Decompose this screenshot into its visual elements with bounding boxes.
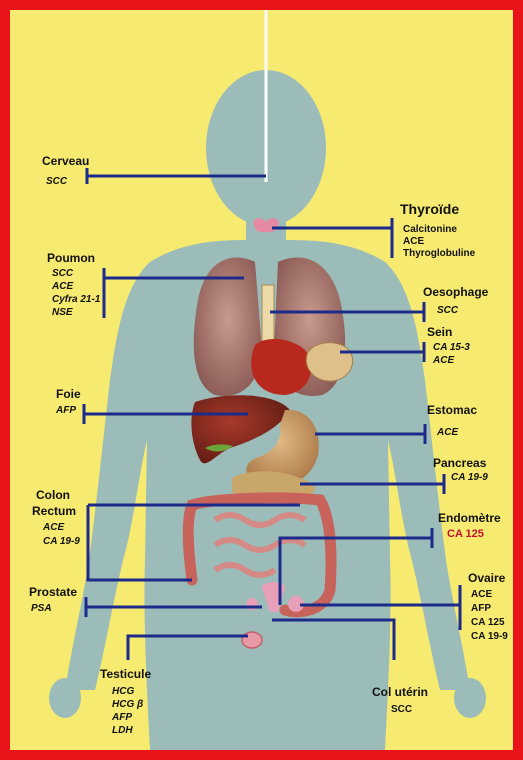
sein-label: Sein: [427, 325, 452, 339]
poumon-marker-1: SCC: [52, 268, 74, 279]
prostate-label: Prostate: [29, 585, 77, 599]
col-uterin-label: Col utérin: [372, 685, 428, 699]
rectum-label: Rectum: [32, 504, 76, 518]
oesophage-label: Oesophage: [423, 285, 489, 299]
foie-marker: AFP: [55, 405, 76, 416]
colon-marker-1: ACE: [42, 522, 64, 533]
colon-marker-2: CA 19-9: [43, 536, 80, 547]
thyroide-label: Thyroïde: [400, 201, 459, 217]
ovaire-label: Ovaire: [468, 571, 506, 585]
ovaire-marker-2: AFP: [471, 603, 491, 614]
sein-marker-2: ACE: [432, 355, 454, 366]
endometre-label: Endomètre: [438, 511, 501, 525]
colon-label: Colon: [36, 488, 70, 502]
sein-marker-1: CA 15-3: [433, 342, 470, 353]
cerveau-label: Cerveau: [42, 154, 89, 168]
endometre-marker: CA 125: [447, 528, 484, 540]
pancreas-marker: CA 19-9: [451, 472, 488, 483]
testicule-marker-1: HCG: [112, 686, 134, 697]
breast-organ: [306, 343, 352, 381]
thyroide-marker-3: Thyroglobuline: [403, 248, 476, 259]
esophagus-organ: [262, 285, 274, 345]
ovaire-marker-3: CA 125: [471, 617, 505, 628]
pancreas-label: Pancreas: [433, 456, 487, 470]
estomac-label: Estomac: [427, 403, 477, 417]
oesophage-marker: SCC: [437, 305, 459, 316]
ovaire-marker-4: CA 19-9: [471, 631, 508, 642]
foie-label: Foie: [56, 387, 81, 401]
estomac-marker: ACE: [436, 427, 458, 438]
col-uterin-marker: SCC: [391, 704, 412, 715]
cerveau-marker: SCC: [46, 176, 68, 187]
poumon-marker-4: NSE: [52, 307, 73, 318]
poumon-label: Poumon: [47, 251, 95, 265]
testicule-marker-4: LDH: [112, 725, 133, 736]
testicle-organ: [242, 632, 262, 648]
prostate-marker: PSA: [31, 603, 52, 614]
poumon-marker-3: Cyfra 21-1: [52, 294, 101, 305]
thyroide-marker-1: Calcitonine: [403, 224, 457, 235]
thyroide-marker-2: ACE: [403, 236, 424, 247]
testicule-label: Testicule: [100, 667, 151, 681]
testicule-marker-2: HCG β: [112, 699, 143, 710]
poumon-marker-2: ACE: [51, 281, 73, 292]
ovaire-marker-1: ACE: [471, 589, 492, 600]
testicule-marker-3: AFP: [111, 712, 132, 723]
